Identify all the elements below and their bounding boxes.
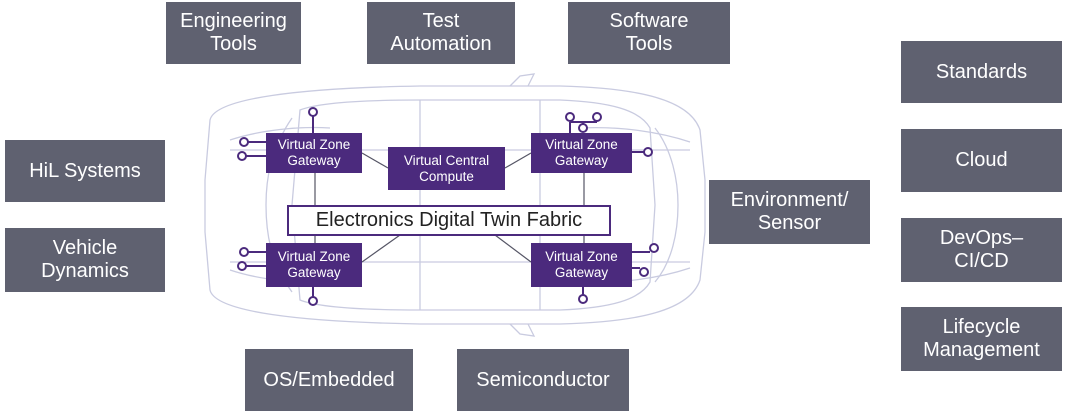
mirror-bottom	[509, 323, 536, 337]
devops-cicd-box: DevOps– CI/CD	[901, 218, 1062, 282]
link-br-central	[494, 234, 532, 263]
car-roof-outline	[291, 99, 656, 311]
virtual-zone-gateway-bottom-left: Virtual Zone Gateway	[266, 243, 362, 287]
car-body-outline	[204, 85, 706, 325]
engineering-tools-box: Engineering Tools	[166, 2, 301, 64]
virtual-central-compute: Virtual Central Compute	[388, 147, 505, 190]
hil-systems-box: HiL Systems	[5, 140, 165, 202]
test-automation-box: Test Automation	[367, 2, 515, 64]
standards-box: Standards	[901, 41, 1062, 103]
software-tools-box: Software Tools	[568, 2, 730, 64]
os-embedded-box: OS/Embedded	[245, 349, 413, 411]
link-bl-central	[361, 234, 401, 263]
lifecycle-management-box: Lifecycle Management	[901, 307, 1062, 371]
link-tr-central	[504, 152, 532, 169]
vehicle-dynamics-box: Vehicle Dynamics	[5, 228, 165, 292]
car-windshield	[654, 127, 679, 283]
electronics-digital-twin-fabric: Electronics Digital Twin Fabric	[287, 205, 611, 236]
link-tl-central	[361, 152, 389, 169]
virtual-zone-gateway-bottom-right: Virtual Zone Gateway	[531, 243, 632, 287]
mirror-top	[509, 73, 536, 87]
virtual-zone-gateway-top-right: Virtual Zone Gateway	[531, 133, 632, 173]
semiconductor-box: Semiconductor	[457, 349, 629, 411]
virtual-zone-gateway-top-left: Virtual Zone Gateway	[266, 133, 362, 173]
cloud-box: Cloud	[901, 129, 1062, 192]
environment-sensor-box: Environment/ Sensor	[709, 180, 870, 244]
